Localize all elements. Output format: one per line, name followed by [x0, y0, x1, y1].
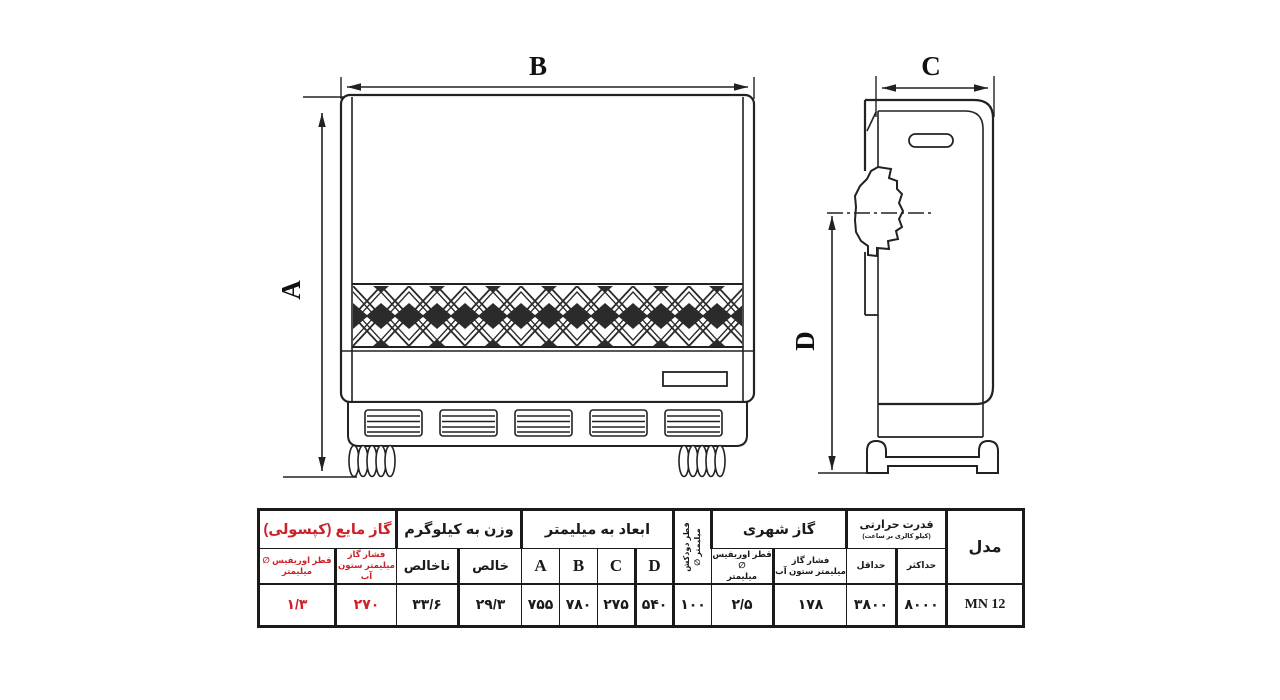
header-weight-gross: ناخالص	[395, 548, 460, 584]
heater-technical-drawing: B A C	[276, 51, 999, 478]
decorative-diamond-band	[353, 286, 742, 346]
dim-label-B: B	[529, 51, 547, 81]
front-base	[347, 401, 748, 447]
side-stand	[866, 439, 999, 474]
spec-table: مدل قدرت حرارتی (کیلو کالری بر ساعت) گاز…	[257, 508, 1026, 628]
header-dim-a: A	[521, 548, 561, 584]
value-heat-min: ۳۸۰۰	[846, 582, 898, 627]
header-weight: وزن به کیلوگرم	[394, 509, 523, 549]
dim-label-D: D	[790, 331, 820, 351]
value-model: MN 12	[945, 582, 1025, 627]
value-weight-net: ۲۹/۳	[457, 582, 523, 627]
header-model: مدل	[945, 509, 1025, 584]
chimney-label-line1: قطر دودکش	[681, 522, 691, 572]
value-dim-a: ۷۵۵	[521, 582, 561, 627]
front-nameplate	[662, 371, 728, 387]
value-dim-d: ۵۴۰	[634, 582, 675, 627]
value-city-orifice: ۲/۵	[711, 582, 775, 627]
header-lpg: گاز مایع (کپسولی)	[257, 509, 397, 549]
header-heat-min: حداقل	[846, 548, 898, 584]
value-lpg-orifice: ۱/۳	[258, 582, 336, 627]
side-view	[827, 98, 999, 474]
header-chimney-diameter: قطر دودکش میلیمتر ∅	[672, 509, 713, 584]
header-lpg-orifice: قطر اوریفیس ∅ میلیمتر	[258, 548, 336, 584]
chimney-label-line2: میلیمتر	[692, 528, 702, 557]
heat-power-subtitle: (کیلو کالری بر ساعت)	[862, 532, 931, 540]
front-feet	[348, 444, 726, 478]
dimension-D: D	[790, 216, 880, 474]
header-dim-c: C	[597, 548, 637, 584]
header-city-gas: گاز شهری	[710, 509, 848, 549]
header-dim-d: D	[634, 548, 675, 584]
dimension-C: C	[875, 51, 995, 117]
value-chimney-diameter: ۱۰۰	[672, 582, 713, 627]
side-handle-slot	[908, 133, 954, 148]
header-dimensions: ابعاد به میلیمتر	[520, 509, 675, 549]
header-lpg-pressure: فشار گاز میلیمتر ستون آب	[334, 548, 397, 584]
header-heat-power: قدرت حرارتی (کیلو کالری بر ساعت)	[845, 509, 948, 549]
heat-power-title: قدرت حرارتی	[859, 519, 934, 532]
gas-valve-knob	[853, 165, 905, 258]
vent-grilles	[364, 409, 723, 437]
dim-label-A: A	[276, 280, 306, 300]
value-lpg-pressure: ۲۷۰	[334, 582, 397, 627]
front-view	[339, 93, 756, 478]
dimension-A: A	[276, 96, 357, 478]
diameter-symbol: ∅	[692, 558, 702, 566]
value-heat-max: ۸۰۰۰	[895, 582, 948, 627]
header-heat-max: حداکثر	[895, 548, 948, 584]
header-city-orifice: قطر اوریفیس ∅ میلیمتر	[711, 548, 775, 584]
value-weight-gross: ۳۳/۶	[395, 582, 460, 627]
dimension-B: B	[340, 51, 755, 99]
value-dim-c: ۲۷۵	[597, 582, 637, 627]
header-dim-b: B	[559, 548, 599, 584]
value-city-pressure: ۱۷۸	[772, 582, 848, 627]
header-city-pressure: فشار گاز میلیمتر ستون آب	[772, 548, 848, 584]
value-dim-b: ۷۸۰	[559, 582, 599, 627]
header-weight-net: خالص	[457, 548, 523, 584]
dim-label-C: C	[921, 51, 941, 81]
